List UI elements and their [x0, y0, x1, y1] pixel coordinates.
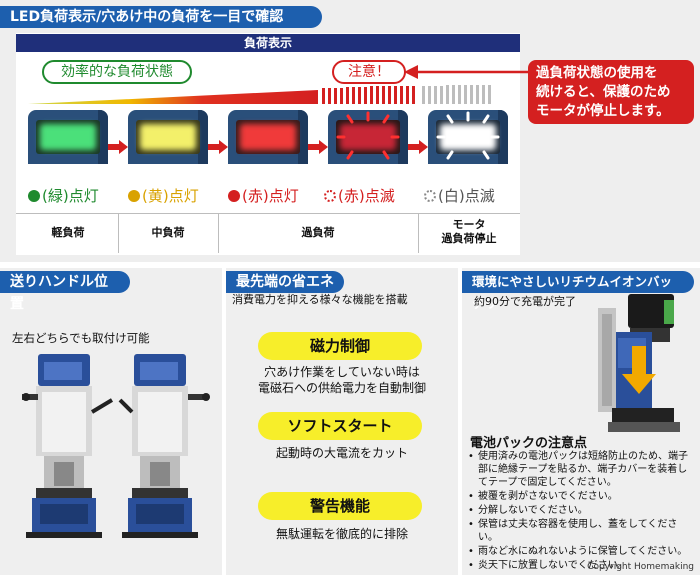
- arrow-head-3: [319, 140, 328, 154]
- led-panel-red-blink: [328, 110, 408, 164]
- efficient-load-box: 効率的な負荷状態: [42, 60, 192, 84]
- efficient-load-label: 効率的な負荷状態: [61, 64, 173, 80]
- arrow-3: [308, 144, 320, 150]
- drill-left-illustration: [22, 354, 114, 538]
- arrow-4: [408, 144, 420, 150]
- led-label-green: (緑)点灯: [28, 186, 99, 206]
- callout-line-1: 過負荷状態の使用を: [536, 65, 658, 81]
- arrow-head-2: [219, 140, 228, 154]
- caution-label: 注意！: [348, 64, 390, 80]
- led-label-red: (赤)点灯: [228, 186, 299, 206]
- battery-notes-list: •使用済みの電池パックは短絡防止のため、端子部に絶縁テープを貼るか、端子カバーを…: [468, 450, 694, 573]
- load-row-divider: [16, 213, 520, 214]
- feature-soft-start: ソフトスタート: [258, 412, 422, 440]
- callout-line-2: 続けると、保護のため: [536, 84, 671, 100]
- led-label-red-blink: (赤)点滅: [324, 186, 395, 206]
- battery-charge-text: 約90分で充電が完了: [474, 295, 576, 308]
- led-label-yellow: (黄)点灯: [128, 186, 199, 206]
- feature-name: ソフトスタート: [287, 417, 393, 435]
- load-overload: 過負荷: [301, 226, 335, 239]
- led-panel-yellow: [128, 110, 208, 164]
- feed-handle-caption: 左右どちらでも取付け可能: [12, 331, 150, 345]
- led-label-text: (緑)点灯: [42, 187, 99, 205]
- battery-notes-title: 電池パックの注意点: [470, 436, 588, 451]
- led-label-text: (赤)点滅: [338, 187, 395, 205]
- col-divider-3: [418, 213, 419, 253]
- col-divider-2: [218, 213, 219, 253]
- battery-note: •炎天下に放置しないでください。: [468, 560, 628, 571]
- feature-warning-desc: 無駄運転を徹底的に排除: [275, 527, 408, 541]
- led-label-text: (黄)点灯: [142, 187, 199, 205]
- led-label-white-blink: (白)点滅: [424, 186, 495, 206]
- load-display-title: LED負荷表示/穴あけ中の負荷を一目で確認: [0, 6, 322, 28]
- green-dot-icon: [28, 190, 40, 202]
- load-medium: 中負荷: [151, 226, 185, 239]
- led-panel-white-blink: [428, 110, 508, 164]
- feature-magnetic-desc-1: 穴あけ作業をしていない時は: [264, 365, 420, 379]
- copyright: Copyright Homemaking: [587, 562, 694, 572]
- yellow-dot-icon: [128, 190, 140, 202]
- arrow-head-1: [119, 140, 128, 154]
- col-divider-1: [118, 213, 119, 253]
- feed-handle-title: 送りハンドル位置: [0, 271, 130, 312]
- arrow-2: [208, 144, 220, 150]
- led-label-text: (赤)点灯: [242, 187, 299, 205]
- red-blink-dot-icon: [324, 190, 336, 202]
- battery-drill-illustration: [598, 294, 680, 432]
- callout-arrow: [404, 65, 534, 79]
- feature-soft-start-desc: 起動時の大電流をカット: [275, 446, 408, 460]
- load-display-bar: 負荷表示: [16, 34, 520, 52]
- feature-magnetic-control: 磁力制御: [258, 332, 422, 360]
- red-dot-icon: [228, 190, 240, 202]
- white-blink-dot-icon: [424, 190, 436, 202]
- led-panel-red: [228, 110, 308, 164]
- arrow-1: [108, 144, 120, 150]
- overload-callout: 過負荷状態の使用を 続けると、保護のため モータが停止します。: [528, 60, 694, 124]
- load-display-bar-title: 負荷表示: [243, 36, 292, 50]
- eco-title: 最先端の省エネ: [226, 271, 344, 293]
- drill-right-illustration: [118, 354, 210, 538]
- load-motor-stop: モータ 過負荷停止: [441, 218, 497, 245]
- battery-note: •被覆を剥がさないでください。: [468, 491, 618, 502]
- battery-note: •使用済みの電池パックは短絡防止のため、端子部に絶縁テープを貼るか、端子カバーを…: [468, 451, 688, 488]
- load-gradient-bar: [28, 85, 491, 104]
- battery-note: •雨など水にぬれないように保管してください。: [468, 546, 688, 557]
- feature-magnetic-desc-2: 電磁石への供給電力を自動制御: [257, 381, 426, 395]
- callout-line-3: モータが停止します。: [536, 103, 670, 119]
- arrow-head-4: [419, 140, 428, 154]
- battery-note: •保管は丈夫な容器を使用し、蓋をしてください。: [468, 519, 678, 543]
- feature-warning: 警告機能: [258, 492, 422, 520]
- battery-note: •分解しないでください。: [468, 505, 588, 516]
- led-label-text: (白)点滅: [438, 187, 495, 205]
- led-panel-green: [28, 110, 108, 164]
- battery-title: 環境にやさしいリチウムイオンバッテリ: [462, 271, 694, 311]
- caution-box: 注意！: [332, 60, 406, 84]
- feature-name: 警告機能: [309, 497, 370, 515]
- feature-name: 磁力制御: [309, 337, 370, 355]
- eco-subtitle: 消費電力を抑える様々な機能を搭載: [232, 293, 408, 306]
- load-light: 軽負荷: [51, 226, 85, 239]
